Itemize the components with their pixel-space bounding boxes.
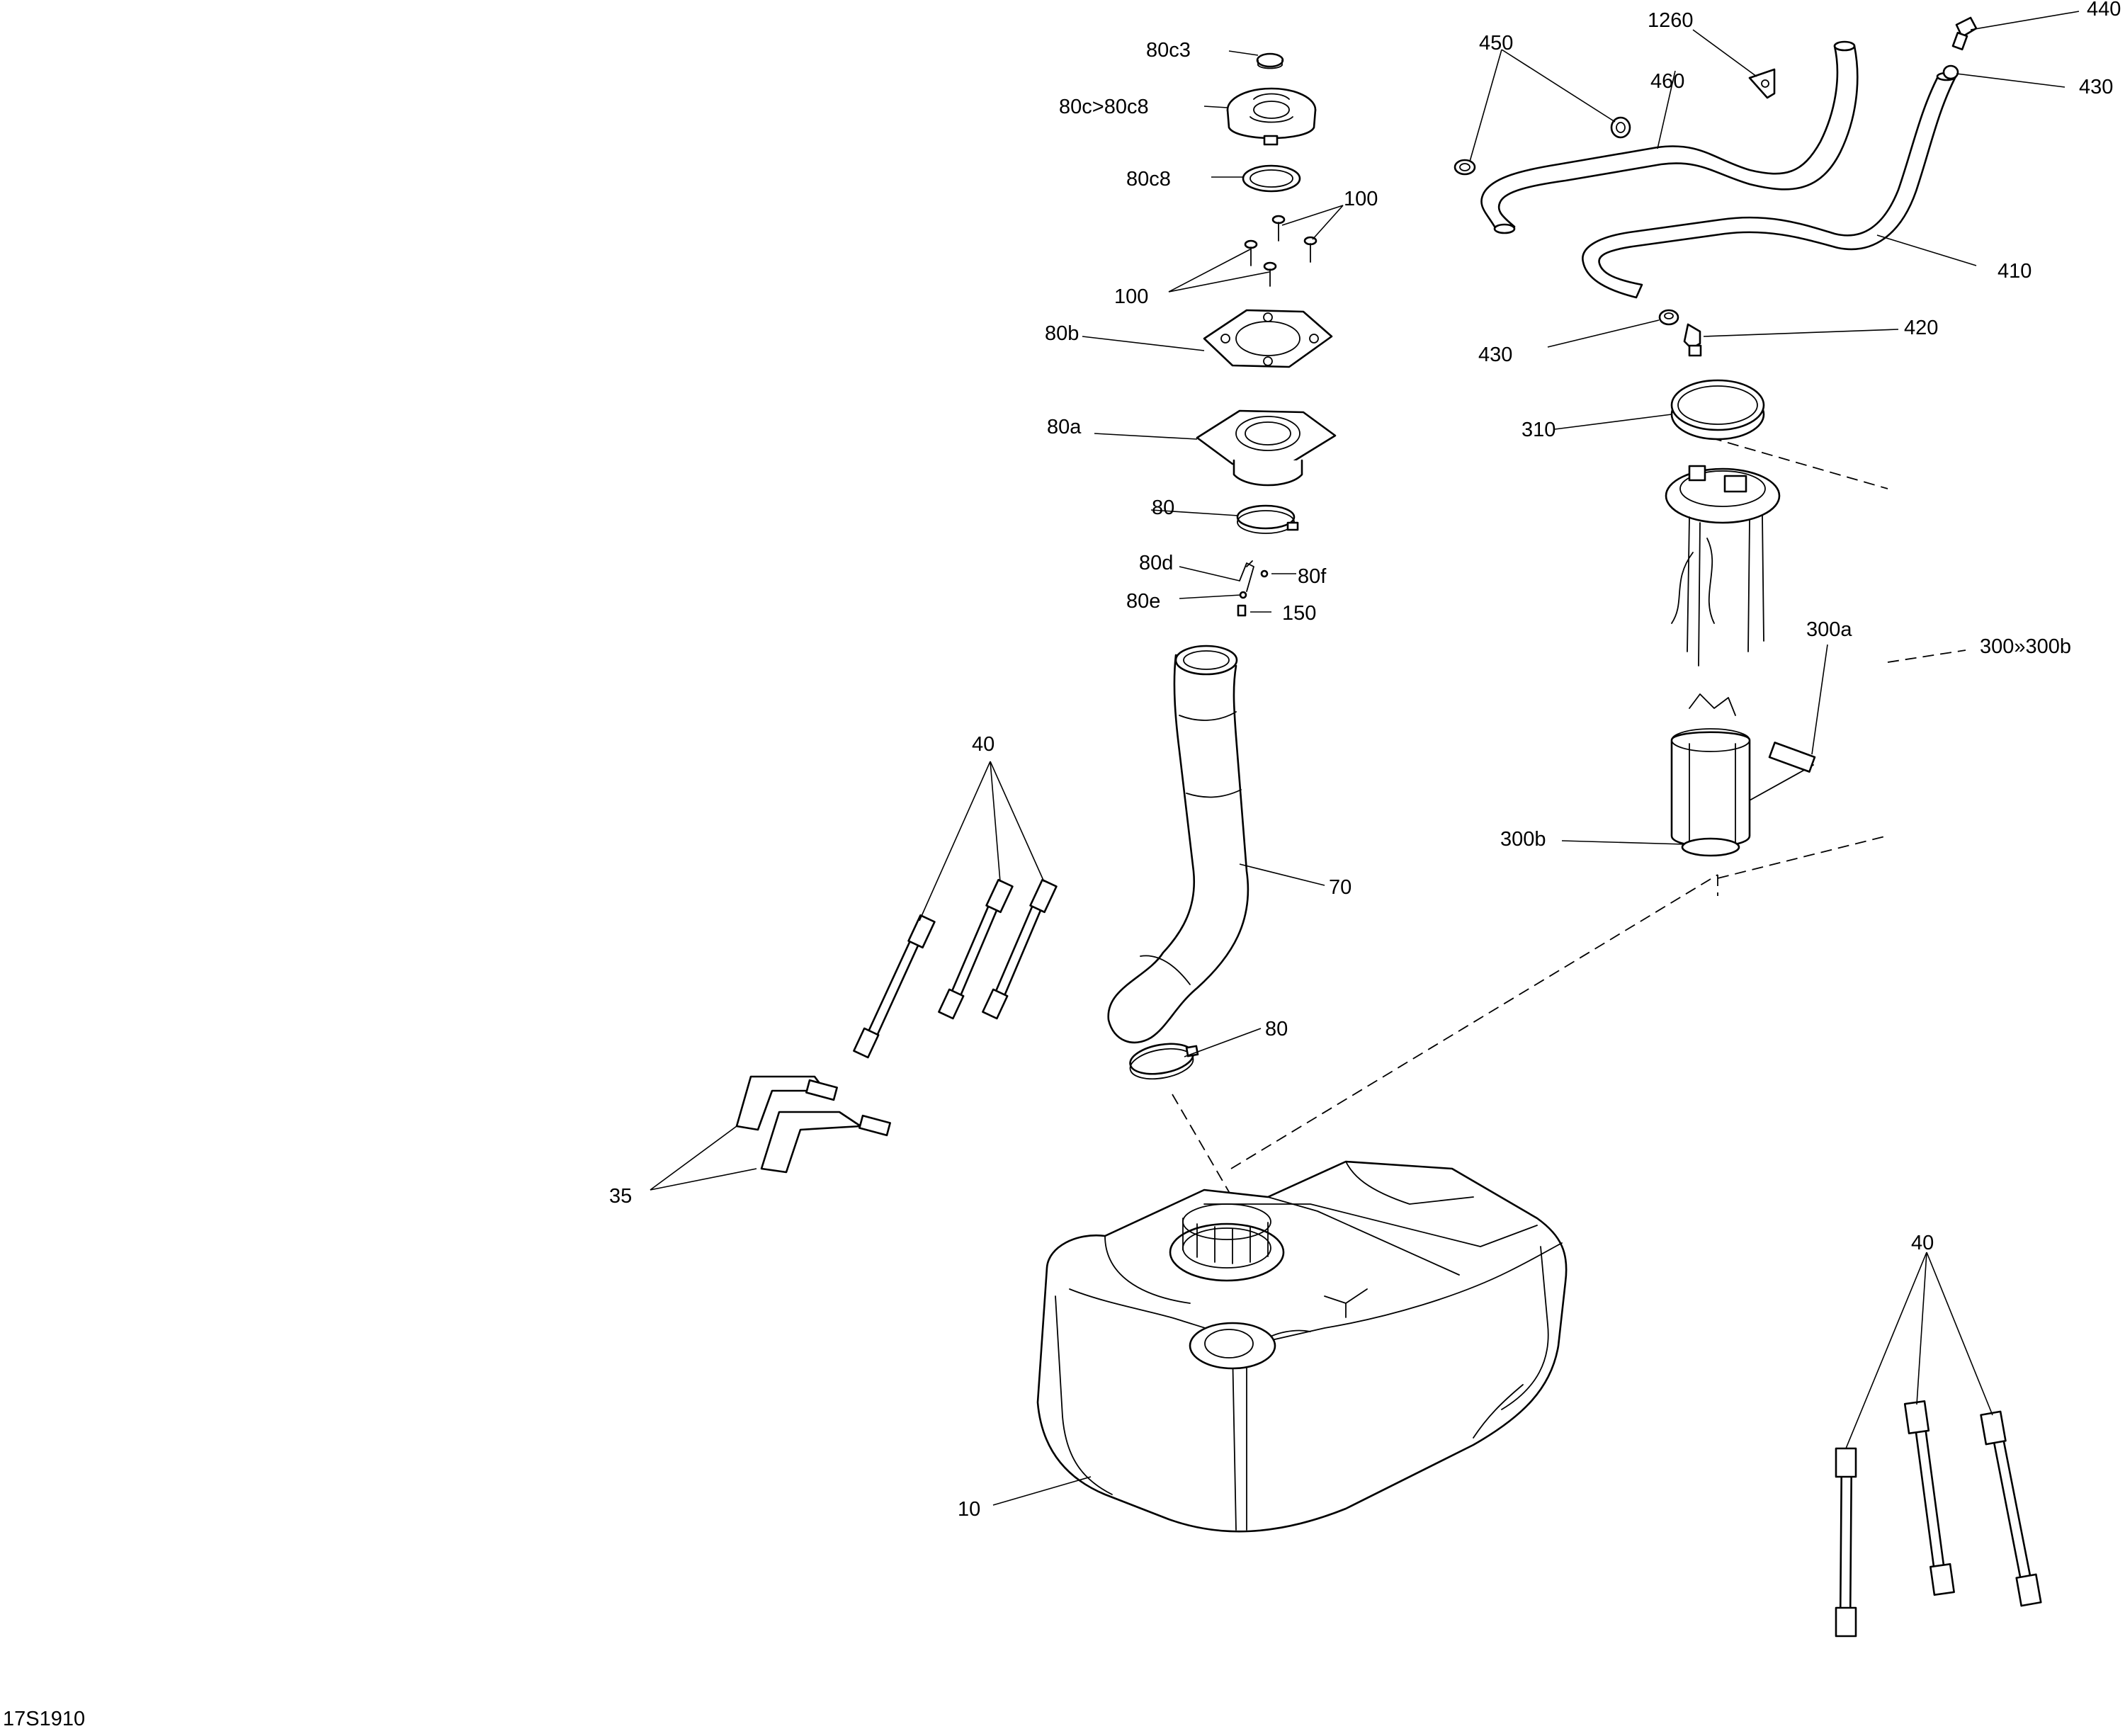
filler-neck	[1196, 409, 1337, 487]
callout-300-300b: 300»300b	[1980, 635, 2071, 658]
fitting-440	[1951, 16, 1978, 51]
filler-neck-gasket	[1203, 309, 1333, 368]
callout-430-left: 430	[1478, 344, 1512, 366]
callout-150: 150	[1282, 602, 1316, 625]
filler-hose	[1107, 645, 1250, 1044]
callout-labels: 80c3 80c>80c8 80c8 100 100 80b 80a 80 80…	[609, 0, 2121, 1521]
callout-310: 310	[1522, 419, 1556, 441]
callout-40-left: 40	[972, 733, 994, 756]
strap-right-3	[1980, 1410, 2042, 1607]
callout-460: 460	[1650, 70, 1684, 93]
fitting-420	[1683, 323, 1702, 357]
fuel-tank	[1036, 1160, 1568, 1533]
callout-80-bottom: 80	[1265, 1018, 1288, 1040]
callout-440: 440	[2087, 0, 2121, 21]
filler-cap	[1226, 87, 1317, 146]
hose-clamp-lower	[1129, 1043, 1199, 1080]
callout-80-top: 80	[1152, 497, 1174, 519]
vent-fitting-small-parts	[1237, 560, 1269, 617]
callout-40-right: 40	[1911, 1232, 1934, 1254]
filler-cap-plug	[1256, 52, 1284, 69]
callout-420: 420	[1904, 317, 1938, 339]
vent-hose-upper	[1480, 40, 1859, 234]
strap-right-1	[1835, 1447, 1857, 1638]
callout-80c-80c8: 80c>80c8	[1059, 96, 1149, 118]
callout-35: 35	[609, 1185, 632, 1208]
callout-430-top: 430	[2079, 76, 2113, 98]
callout-80b: 80b	[1045, 322, 1079, 345]
callout-10: 10	[958, 1498, 980, 1521]
callout-300b: 300b	[1500, 828, 1546, 851]
ring-430-left	[1658, 309, 1679, 326]
lock-ring	[1670, 379, 1765, 441]
callout-80a: 80a	[1047, 416, 1082, 438]
fuel-pump-body	[1670, 693, 1816, 857]
hose-clamp-upper	[1236, 504, 1299, 534]
callout-80d: 80d	[1139, 552, 1173, 574]
strap-left-3	[982, 878, 1058, 1020]
callout-70: 70	[1329, 876, 1352, 899]
drawing-code: 17S1910	[3, 1708, 85, 1730]
screws	[1244, 215, 1318, 287]
callout-100-left: 100	[1114, 285, 1148, 308]
callout-450: 450	[1479, 32, 1513, 55]
strap-left-2	[938, 878, 1014, 1020]
callout-80c8: 80c8	[1126, 168, 1171, 191]
callout-100-top: 100	[1344, 188, 1378, 210]
callout-80f: 80f	[1298, 565, 1327, 588]
callout-1260: 1260	[1648, 9, 1694, 32]
tank-bracket-35	[735, 1075, 891, 1174]
callout-80e: 80e	[1126, 590, 1160, 613]
fuel-pump-flange	[1665, 465, 1781, 666]
callout-410: 410	[1998, 260, 2032, 283]
strap-left-1	[853, 914, 936, 1059]
strap-right-2	[1903, 1400, 1955, 1596]
assembly-guide-lines	[1172, 437, 1966, 1205]
ring-430-top	[1942, 64, 1959, 80]
filler-cap-gasket	[1242, 164, 1301, 193]
hose-clip-450	[1454, 116, 1631, 176]
leader-lines	[650, 11, 2080, 1506]
callout-80c3: 80c3	[1146, 39, 1191, 62]
callout-300a: 300a	[1806, 618, 1852, 641]
